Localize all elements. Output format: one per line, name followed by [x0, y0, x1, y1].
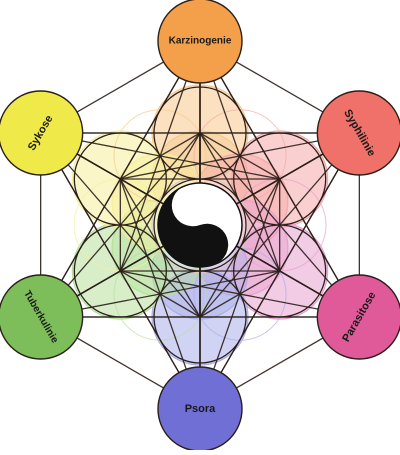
inner-circle-outlines — [73, 86, 327, 364]
yin-dot — [186, 199, 199, 212]
node-label: Psora — [185, 403, 216, 415]
node-upper-left: Sykose — [0, 90, 84, 176]
inner-circle — [233, 224, 327, 318]
node-circle — [157, 0, 243, 84]
node-circle — [0, 274, 84, 360]
node-bottom: Psora — [157, 366, 243, 452]
inner-circle — [73, 132, 167, 226]
node-circle — [316, 90, 400, 176]
node-circle — [316, 274, 400, 360]
node-lower-left: Tuberkulinie — [0, 274, 84, 360]
yin-yang-icon — [157, 182, 243, 268]
node-label: Karzinogenie — [169, 36, 232, 47]
yang-dot — [201, 238, 214, 251]
node-lower-right: Parasitose — [316, 274, 400, 360]
connecting-line — [40, 132, 201, 410]
node-upper-right: Syphilinie — [316, 90, 400, 176]
node-circle — [0, 90, 84, 176]
center-circle — [153, 178, 247, 272]
node-top: Karzinogenie — [157, 0, 243, 84]
